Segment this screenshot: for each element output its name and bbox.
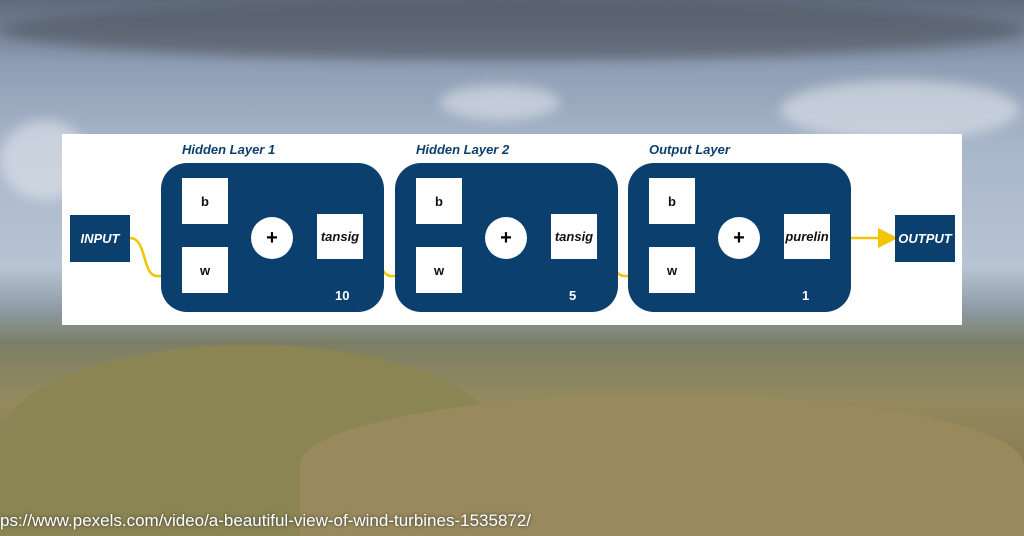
weight-box: w (416, 247, 462, 293)
neuron-count: 10 (335, 288, 350, 303)
layer-title: Hidden Layer 1 (182, 142, 276, 157)
transfer-function-box: tansig (317, 214, 363, 259)
cloud (0, 0, 1024, 60)
bias-box: b (182, 178, 228, 224)
input-label: INPUT (80, 231, 120, 246)
layer-title: Hidden Layer 2 (416, 142, 510, 157)
cloud (780, 80, 1020, 140)
sum-node: + (485, 217, 527, 259)
output-label: OUTPUT (898, 231, 952, 246)
neuron-count: 1 (802, 288, 810, 303)
weight-box: w (649, 247, 695, 293)
bias-box: b (649, 178, 695, 224)
cloud (440, 85, 560, 120)
neural-network-diagram: INPUT OUTPUT Hidden Layer 1 b w + tansig… (62, 134, 962, 325)
layer-title: Output Layer (649, 142, 730, 157)
neuron-count: 5 (569, 288, 577, 303)
sum-node: + (718, 217, 760, 259)
bias-box: b (416, 178, 462, 224)
transfer-function-box: tansig (551, 214, 597, 259)
sum-node: + (251, 217, 293, 259)
input-box: INPUT (70, 215, 130, 262)
source-url: ps://www.pexels.com/video/a-beautiful-vi… (0, 511, 532, 530)
arrow (129, 236, 185, 286)
hill (300, 395, 1024, 536)
transfer-function-box: purelin (784, 214, 830, 259)
weight-box: w (182, 247, 228, 293)
output-box: OUTPUT (895, 215, 955, 262)
